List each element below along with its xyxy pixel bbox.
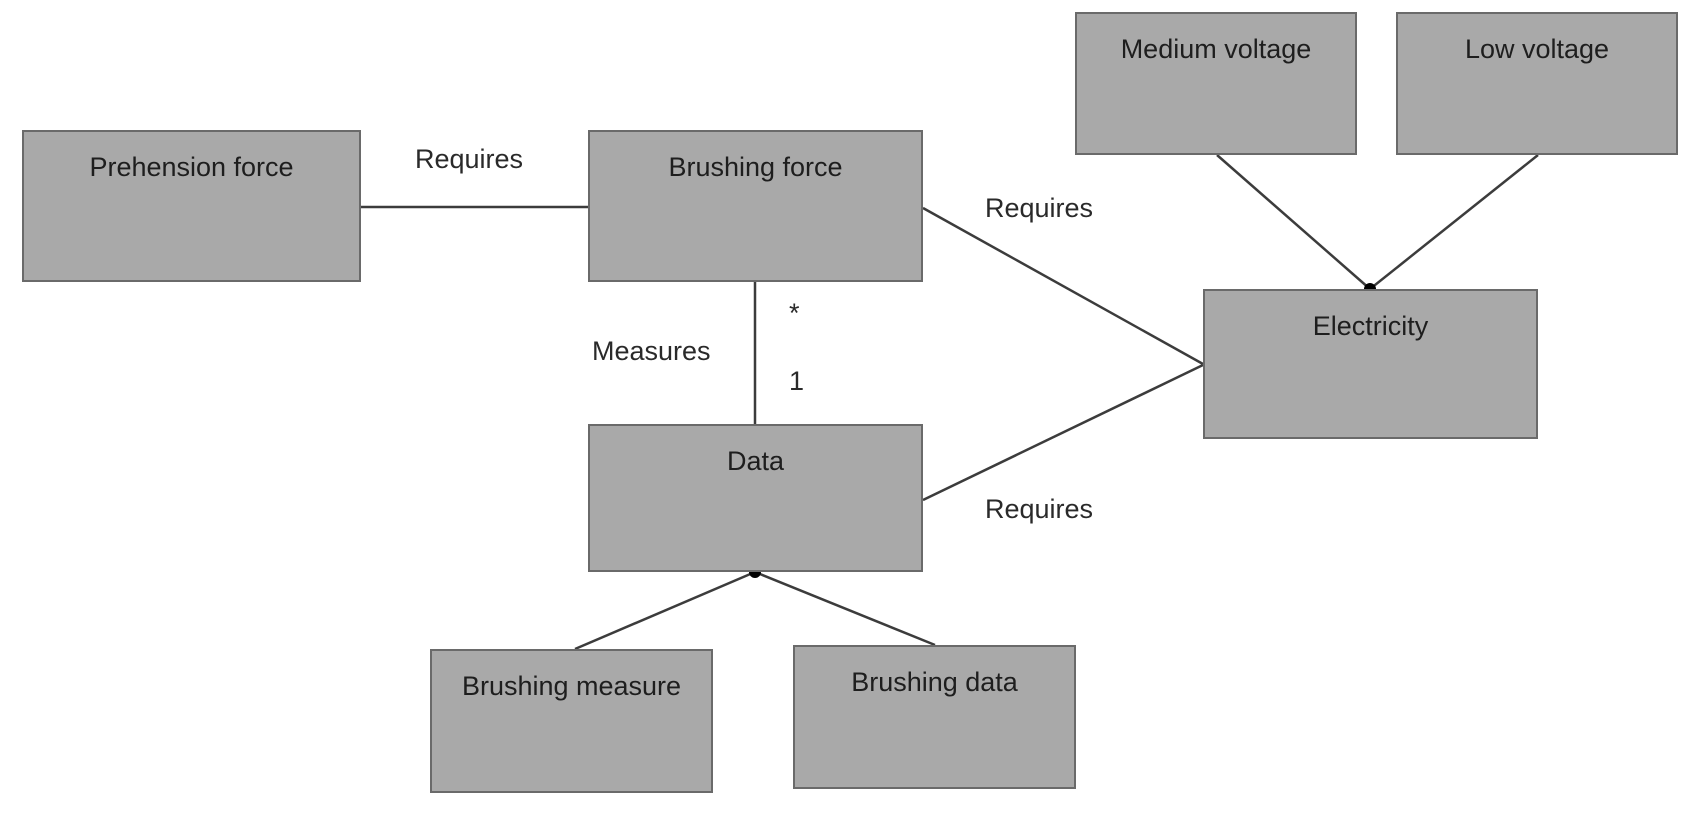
low-voltage-to-electricity-line	[1369, 154, 1539, 290]
electricity-label: Electricity	[1312, 311, 1429, 341]
data-label: Data	[726, 446, 785, 476]
low-voltage-box: Low voltage	[1396, 12, 1678, 155]
brushing-force-requires-label: Requires	[985, 193, 1094, 223]
medium-voltage-box: Medium voltage	[1075, 12, 1357, 155]
data-requires-label: Requires	[985, 494, 1094, 524]
brushing-measure-box: Brushing measure	[430, 649, 713, 793]
brushing-force-to-electricity-line	[922, 206, 1204, 366]
low-voltage-label: Low voltage	[1464, 34, 1610, 64]
electricity-box: Electricity	[1203, 289, 1538, 439]
multiplicity-many-label: *	[789, 298, 800, 328]
brushing-force-label: Brushing force	[668, 152, 843, 182]
medium-voltage-label: Medium voltage	[1120, 34, 1312, 64]
brushing-data-box: Brushing data	[793, 645, 1076, 789]
prehension-force-label: Prehension force	[89, 152, 294, 182]
brushing-measure-label: Brushing measure	[461, 671, 682, 701]
data-to-brushing-data-line	[754, 570, 936, 647]
data-to-electricity-line	[922, 363, 1204, 502]
multiplicity-one-label: 1	[789, 366, 805, 396]
data-to-brushing-measure-line	[574, 570, 756, 651]
data-box: Data	[588, 424, 923, 572]
prehension-requires-label: Requires	[415, 144, 524, 174]
medium-voltage-to-electricity-line	[1216, 154, 1371, 290]
measures-label: Measures	[592, 336, 711, 366]
prehension-force-box: Prehension force	[22, 130, 361, 282]
brushing-force-box: Brushing force	[588, 130, 923, 282]
brushing-data-label: Brushing data	[851, 667, 1018, 697]
